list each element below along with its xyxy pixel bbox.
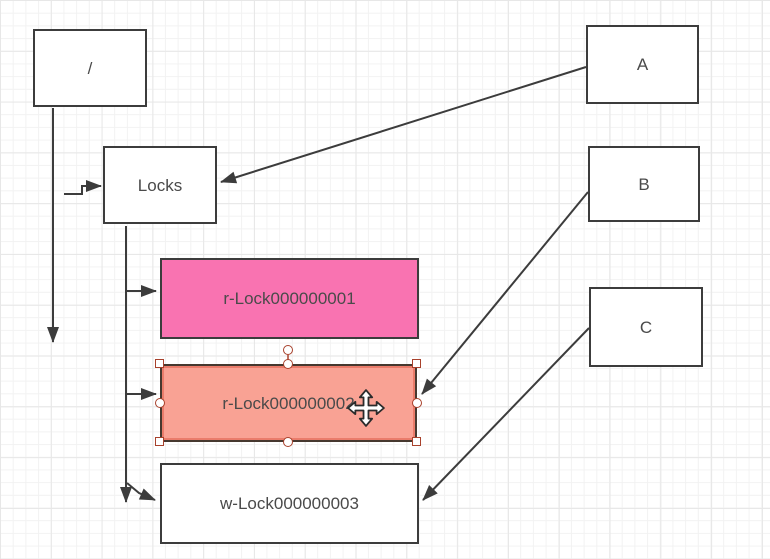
resize-handle-bottom-right[interactable] [412,437,421,446]
node-client-a[interactable]: A [586,25,699,104]
edge-a-to-locks[interactable] [220,66,587,184]
node-label: r-Lock000000002 [222,393,355,413]
node-client-b[interactable]: B [588,146,700,222]
node-label: r-Lock000000001 [223,289,356,308]
node-wlock-000000003[interactable]: w-Lock000000003 [160,463,419,544]
node-label: / [87,58,93,78]
node-locks[interactable]: Locks [103,146,217,224]
resize-handle-middle-right[interactable] [412,398,422,408]
node-root[interactable]: / [33,29,147,107]
node-rlock-000000002-selected[interactable]: r-Lock000000002 [160,364,417,442]
node-label: B [638,174,650,194]
edge-trunk-to-wlock3[interactable] [126,482,156,501]
node-label: A [636,55,649,74]
resize-handle-top-left[interactable] [155,359,164,368]
resize-handle-bottom-center[interactable] [283,437,293,447]
node-label: C [639,317,653,337]
resize-handle-top-right[interactable] [412,359,421,368]
node-label: w-Lock000000003 [220,494,359,513]
resize-handle-bottom-left[interactable] [155,437,164,446]
resize-handle-middle-left[interactable] [155,398,165,408]
edge-into-locks[interactable] [64,180,102,195]
edge-c-to-wlock3[interactable] [422,327,590,501]
node-client-c[interactable]: C [589,287,703,367]
rotation-handle[interactable] [283,345,293,355]
node-rlock-000000001[interactable]: r-Lock000000001 [160,258,419,339]
node-label: Locks [137,175,183,195]
edge-b-to-rlock2[interactable] [421,191,589,395]
resize-handle-top-center[interactable] [283,359,293,369]
